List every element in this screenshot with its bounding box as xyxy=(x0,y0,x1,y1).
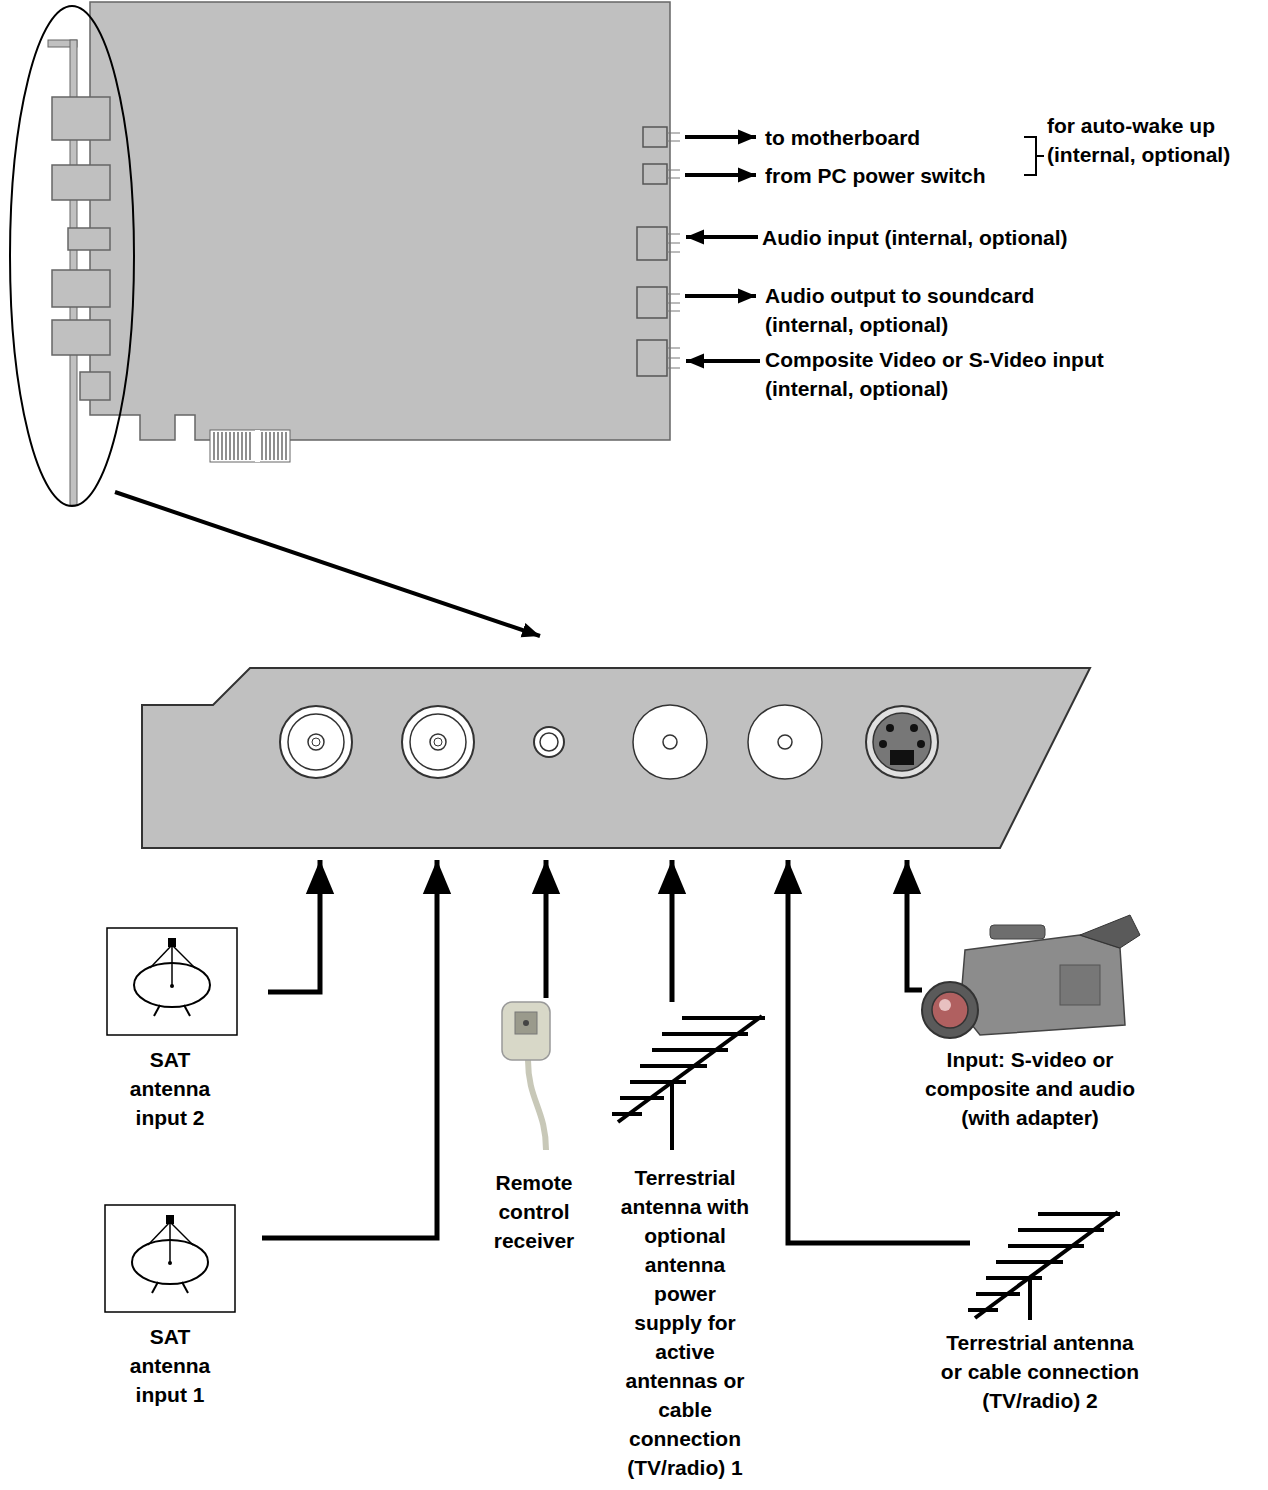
pointer-arrow xyxy=(115,492,540,636)
header-arrows xyxy=(685,137,760,361)
satellite-dish xyxy=(107,928,237,1035)
callout-label: Remote control receiver xyxy=(484,1168,584,1255)
highlight-ellipse xyxy=(10,6,134,506)
ir-receiver xyxy=(502,1002,550,1150)
callout-label: Input: S-video or composite and audio (w… xyxy=(918,1045,1142,1132)
callout-label: SAT antenna input 2 xyxy=(115,1045,225,1132)
callout-label: Terrestrial antenna or cable connection … xyxy=(935,1328,1145,1415)
satellite-dish xyxy=(105,1205,235,1312)
yagi-antenna xyxy=(612,1016,765,1150)
yagi-antenna xyxy=(968,1212,1120,1320)
camcorder xyxy=(922,915,1140,1038)
pcie-card xyxy=(48,2,680,505)
connection-arrows xyxy=(262,860,970,1243)
callout-label: Terrestrial antenna with optional antenn… xyxy=(619,1163,751,1482)
callout-label: Audio output to soundcard (internal, opt… xyxy=(765,281,1095,339)
callout-label: to motherboard xyxy=(765,123,1015,152)
callout-label: SAT antenna input 1 xyxy=(115,1322,225,1409)
callout-label: Audio input (internal, optional) xyxy=(762,223,1242,252)
callout-label: from PC power switch xyxy=(765,161,1020,190)
slot-bracket xyxy=(142,668,1090,848)
callout-label: for auto-wake up (internal, optional) xyxy=(1047,111,1263,169)
callout-label: Composite Video or S-Video input (intern… xyxy=(765,345,1195,403)
group-bracket xyxy=(1024,137,1036,175)
group-bracket xyxy=(1036,155,1044,157)
